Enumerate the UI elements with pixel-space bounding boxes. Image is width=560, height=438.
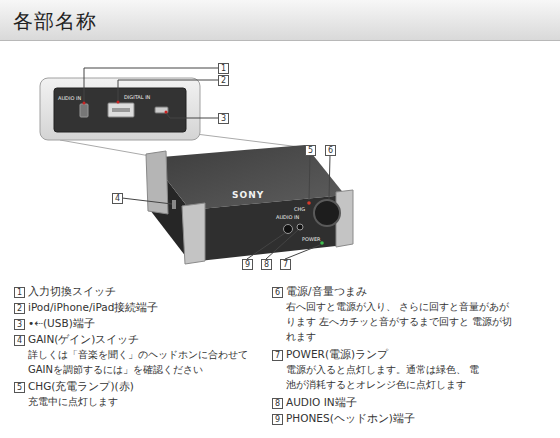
volume-knob — [314, 200, 340, 226]
part-name: iPod/iPhone/iPad接続端子 — [28, 300, 158, 314]
part-description: 電源が入ると点灯します。通常は緑色、 電池が消耗するとオレンジ色に点灯します — [286, 362, 480, 392]
power-lamp — [320, 241, 324, 245]
part-name: AUDIO IN端子 — [286, 395, 357, 409]
callout-number: 4 — [14, 335, 25, 346]
panel-marking: AUDIO IN — [58, 95, 81, 101]
inset-line — [196, 134, 300, 147]
callout-number: 1 — [14, 287, 25, 298]
callout-number: 8 — [261, 259, 272, 270]
leader-line — [84, 68, 218, 102]
part-description: 充電中に点灯します — [28, 394, 254, 409]
part-name: 電源/音量つまみ — [286, 284, 367, 298]
inset-frame — [40, 78, 200, 140]
part-name: GAIN(ゲイン)スイッチ — [28, 332, 139, 346]
callout-number: 3 — [14, 319, 25, 330]
chg-lamp — [307, 201, 311, 205]
callout-number: 7 — [280, 259, 291, 270]
device-front — [190, 195, 345, 262]
leader-line — [166, 113, 218, 118]
usb-port-tongue — [112, 108, 130, 112]
input-switch — [80, 104, 88, 117]
part-description: 右へ回すと電源が入り、 さらに回すと音量があがります 左へカチッと音がするまで回… — [286, 299, 518, 344]
leader-line — [122, 198, 172, 204]
part-name: •⇠(USB)端子 — [28, 316, 95, 330]
panel-marking: CHG — [294, 206, 305, 212]
page-title: 各部名称 — [13, 8, 97, 35]
rear-panel — [54, 88, 186, 132]
callout-number: 5 — [305, 145, 316, 156]
title-band — [0, 0, 560, 40]
leader-line — [329, 155, 330, 199]
leader-dot — [165, 111, 168, 114]
callout-number: 2 — [14, 303, 25, 314]
panel-marking: AUDIO IN — [276, 214, 299, 220]
callout-number: 8 — [272, 398, 283, 409]
callout-number: 6 — [325, 145, 336, 156]
usb-port — [108, 103, 134, 117]
corner-bumper — [182, 203, 205, 264]
corner-bumper — [146, 151, 168, 214]
audio-in-jack — [297, 224, 303, 230]
leader-line — [266, 230, 298, 259]
title-rule — [0, 40, 560, 41]
gain-switch — [172, 200, 176, 209]
brand-logo: SONY — [232, 190, 264, 200]
callout-number: 5 — [14, 382, 25, 393]
callout-number: 3 — [218, 113, 229, 124]
callout-number: 7 — [272, 350, 283, 361]
phones-jack — [284, 225, 293, 234]
leader-line — [285, 245, 320, 259]
callout-number: 6 — [272, 287, 283, 298]
callout-number: 9 — [242, 259, 253, 270]
part-description: 詳しくは「音楽を聞く」のヘッドホンに合わせて GAINを調節するには」を確認くだ… — [28, 347, 254, 377]
inset-line — [60, 140, 150, 156]
panel-marking: DIGITAL IN — [124, 94, 150, 100]
callout-number: 9 — [272, 414, 283, 425]
micro-usb-port — [155, 107, 168, 113]
callout-number: 1 — [218, 63, 229, 74]
part-name: CHG(充電ランプ)(赤) — [28, 379, 134, 393]
leader-dot — [117, 101, 120, 104]
leader-line — [309, 155, 310, 200]
part-name: POWER(電源)ランプ — [286, 347, 388, 361]
leader-line — [247, 233, 285, 259]
part-name: PHONES(ヘッドホン)端子 — [286, 411, 415, 425]
part-name: 入力切換スイッチ — [28, 284, 116, 298]
leader-dot — [83, 102, 86, 105]
leader-line — [118, 80, 218, 101]
callout-number: 2 — [218, 75, 229, 86]
callout-number: 4 — [112, 193, 123, 204]
panel-marking: POWER — [302, 236, 321, 242]
